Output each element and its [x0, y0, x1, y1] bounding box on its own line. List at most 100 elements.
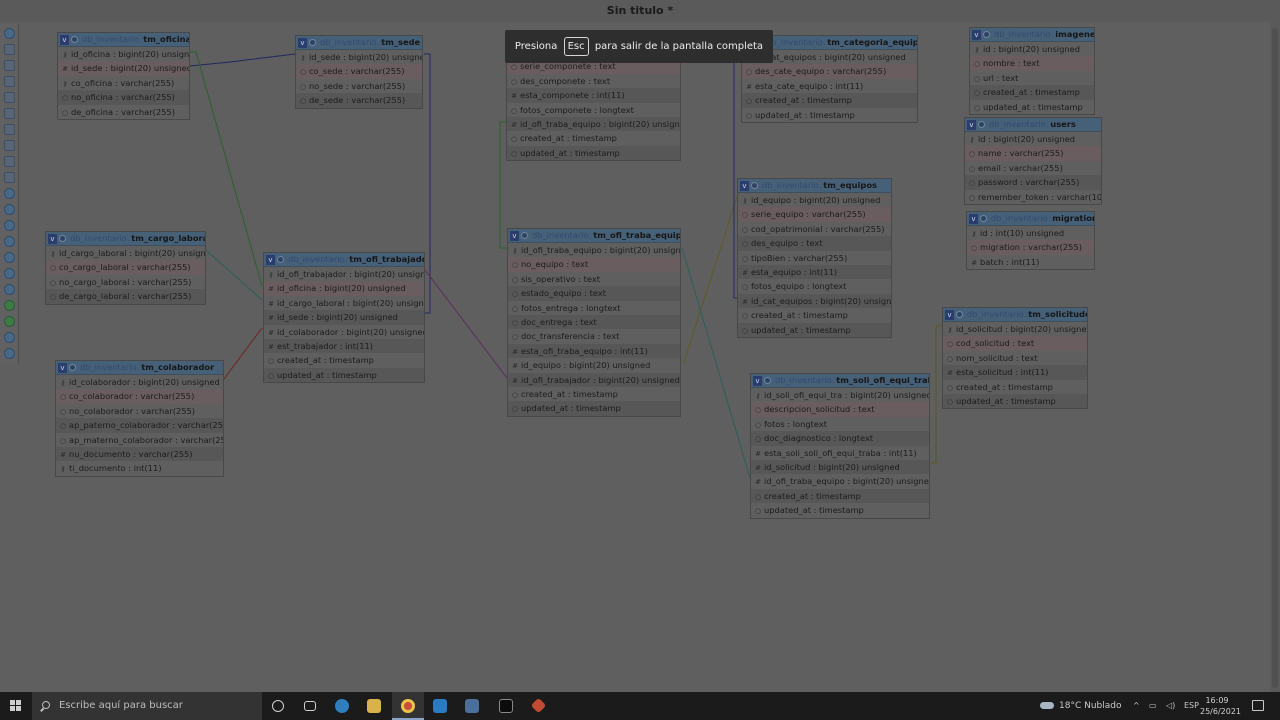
column-row[interactable]: #esta_ofi_traba_equipo : int(11): [508, 343, 680, 359]
taskbar-app-vscode[interactable]: [424, 692, 456, 720]
column-row[interactable]: ○updated_at : timestamp: [264, 367, 424, 383]
column-row[interactable]: ○co_sede : varchar(255): [296, 64, 422, 79]
task-view-button[interactable]: [294, 692, 326, 720]
column-row[interactable]: #id_cat_equipos : bigint(20) unsigned: [738, 293, 891, 309]
column-row[interactable]: ⚷ti_documento : int(11): [56, 461, 223, 476]
column-row[interactable]: ○serie_equipo : varchar(255): [738, 207, 891, 222]
taskbar-app-terminal[interactable]: [490, 692, 522, 720]
column-row[interactable]: ○fotos_entrega : longtext: [508, 300, 680, 315]
column-row[interactable]: ○email : varchar(255): [965, 160, 1101, 176]
column-row[interactable]: ○created_at : timestamp: [738, 308, 891, 323]
create-relation-icon[interactable]: [4, 172, 15, 183]
column-row[interactable]: #id_sede : bigint(20) unsigned: [58, 61, 189, 76]
table-options-icon[interactable]: [978, 121, 985, 128]
column-row[interactable]: ○updated_at : timestamp: [943, 393, 1087, 409]
toggle-collapse-icon[interactable]: v: [972, 29, 981, 40]
toggle-collapse-icon[interactable]: v: [58, 362, 67, 373]
taskbar-app-explorer[interactable]: [358, 692, 390, 720]
column-row[interactable]: ○doc_transferencia : text: [508, 329, 680, 344]
column-row[interactable]: ○doc_diagnostico : longtext: [751, 431, 929, 446]
column-row[interactable]: ○updated_at : timestamp: [507, 145, 680, 161]
language-indicator[interactable]: ESP: [1184, 701, 1199, 710]
toggle-collapse-icon[interactable]: v: [510, 230, 519, 241]
column-row[interactable]: ⚷id : bigint(20) unsigned: [970, 42, 1094, 57]
show-all-icon[interactable]: [4, 28, 15, 39]
column-row[interactable]: ○fotos_equipo : longtext: [738, 279, 891, 294]
column-row[interactable]: ○nombre : text: [970, 56, 1094, 71]
column-row[interactable]: ○cod_solicitud : text: [943, 336, 1087, 351]
column-row[interactable]: ○updated_at : timestamp: [742, 107, 917, 122]
column-row[interactable]: ○created_at : timestamp: [751, 488, 929, 504]
column-row[interactable]: #id_ofi_trabajador : bigint(20) unsigned: [508, 372, 680, 387]
column-row[interactable]: ○no_sede : varchar(255): [296, 78, 422, 94]
delete-page-icon[interactable]: [4, 124, 15, 135]
column-row[interactable]: #esta_soli_soli_ofi_equi_traba : int(11): [751, 445, 929, 460]
build-query-icon[interactable]: [4, 316, 15, 327]
taskbar-app-workbench[interactable]: [456, 692, 488, 720]
table-list-icon[interactable]: [4, 156, 15, 167]
table-options-icon[interactable]: [764, 377, 771, 384]
table-migrations[interactable]: vdb_inventario.migrations⚷id : int(10) u…: [966, 211, 1095, 271]
toggle-collapse-icon[interactable]: v: [753, 375, 762, 386]
network-icon[interactable]: ▭: [1149, 701, 1157, 710]
choose-column-icon[interactable]: [4, 188, 15, 199]
column-row[interactable]: ○de_sede : varchar(255): [296, 93, 422, 108]
column-row[interactable]: #id_solicitud : bigint(20) unsigned: [751, 459, 929, 475]
table-tm-categoria-equipos[interactable]: vdb_inventario.tm_categoria_equipos⚷id_c…: [741, 35, 918, 123]
column-row[interactable]: ⚷id : int(10) unsigned: [967, 226, 1094, 241]
column-row[interactable]: ⚷id_ofi_traba_equipo : bigint(20) unsign…: [508, 243, 680, 258]
column-row[interactable]: ⚷id_soli_ofi_equi_tra : bigint(20) unsig…: [751, 388, 929, 403]
save-page-icon[interactable]: [4, 92, 15, 103]
column-row[interactable]: #id_sede : bigint(20) unsigned: [264, 310, 424, 325]
column-row[interactable]: ⚷id_sede : bigint(20) unsigned: [296, 50, 422, 65]
column-row[interactable]: ○des_cate_equipo : varchar(255): [742, 64, 917, 79]
table-options-icon[interactable]: [59, 235, 66, 242]
column-row[interactable]: ⚷id_cargo_laboral : bigint(20) unsigned: [46, 246, 205, 261]
column-row[interactable]: ⚷id_equipo : bigint(20) unsigned: [738, 193, 891, 208]
toggle-small-big-icon[interactable]: [4, 284, 15, 295]
table-options-icon[interactable]: [521, 232, 528, 239]
column-row[interactable]: ⚷id_oficina : bigint(20) unsigned: [58, 47, 189, 62]
column-row[interactable]: #id_colaborador : bigint(20) unsigned: [264, 324, 424, 339]
angular-links-icon[interactable]: [4, 236, 15, 247]
toggle-collapse-icon[interactable]: v: [740, 180, 749, 191]
column-row[interactable]: ○des_componete : text: [507, 73, 680, 89]
toggle-collapse-icon[interactable]: v: [266, 254, 275, 265]
pin-text-icon[interactable]: [4, 348, 15, 359]
column-row[interactable]: ○no_cargo_laboral : varchar(255): [46, 274, 205, 290]
column-row[interactable]: ⚷id_solicitud : bigint(20) unsigned: [943, 322, 1087, 337]
table-options-icon[interactable]: [956, 311, 963, 318]
toggle-collapse-icon[interactable]: v: [60, 34, 69, 45]
table-header[interactable]: vdb_inventario.imagenes: [970, 28, 1094, 42]
table-options-icon[interactable]: [980, 215, 987, 222]
column-row[interactable]: ○fotos_componete : longtext: [507, 102, 680, 117]
column-row[interactable]: ○updated_at : timestamp: [738, 322, 891, 337]
chevron-up-icon[interactable]: ^: [1133, 701, 1140, 710]
help-icon[interactable]: [4, 220, 15, 231]
column-row[interactable]: ○created_at : timestamp: [943, 379, 1087, 394]
reload-icon[interactable]: [4, 204, 15, 215]
column-row[interactable]: ○no_colaborador : varchar(255): [56, 403, 223, 419]
column-row[interactable]: ○created_at : timestamp: [742, 93, 917, 108]
column-row[interactable]: ○updated_at : timestamp: [751, 503, 929, 518]
column-row[interactable]: ○created_at : timestamp: [264, 353, 424, 368]
column-row[interactable]: ○updated_at : timestamp: [508, 401, 680, 416]
move-menu-icon[interactable]: [4, 332, 15, 343]
column-row[interactable]: #id_oficina : bigint(20) unsigned: [264, 281, 424, 296]
column-row[interactable]: ○remember_token : varchar(100): [965, 189, 1101, 204]
snap-grid-icon[interactable]: [4, 252, 15, 263]
column-row[interactable]: ○sis_operativo : text: [508, 271, 680, 287]
toggle-collapse-icon[interactable]: v: [298, 37, 307, 48]
